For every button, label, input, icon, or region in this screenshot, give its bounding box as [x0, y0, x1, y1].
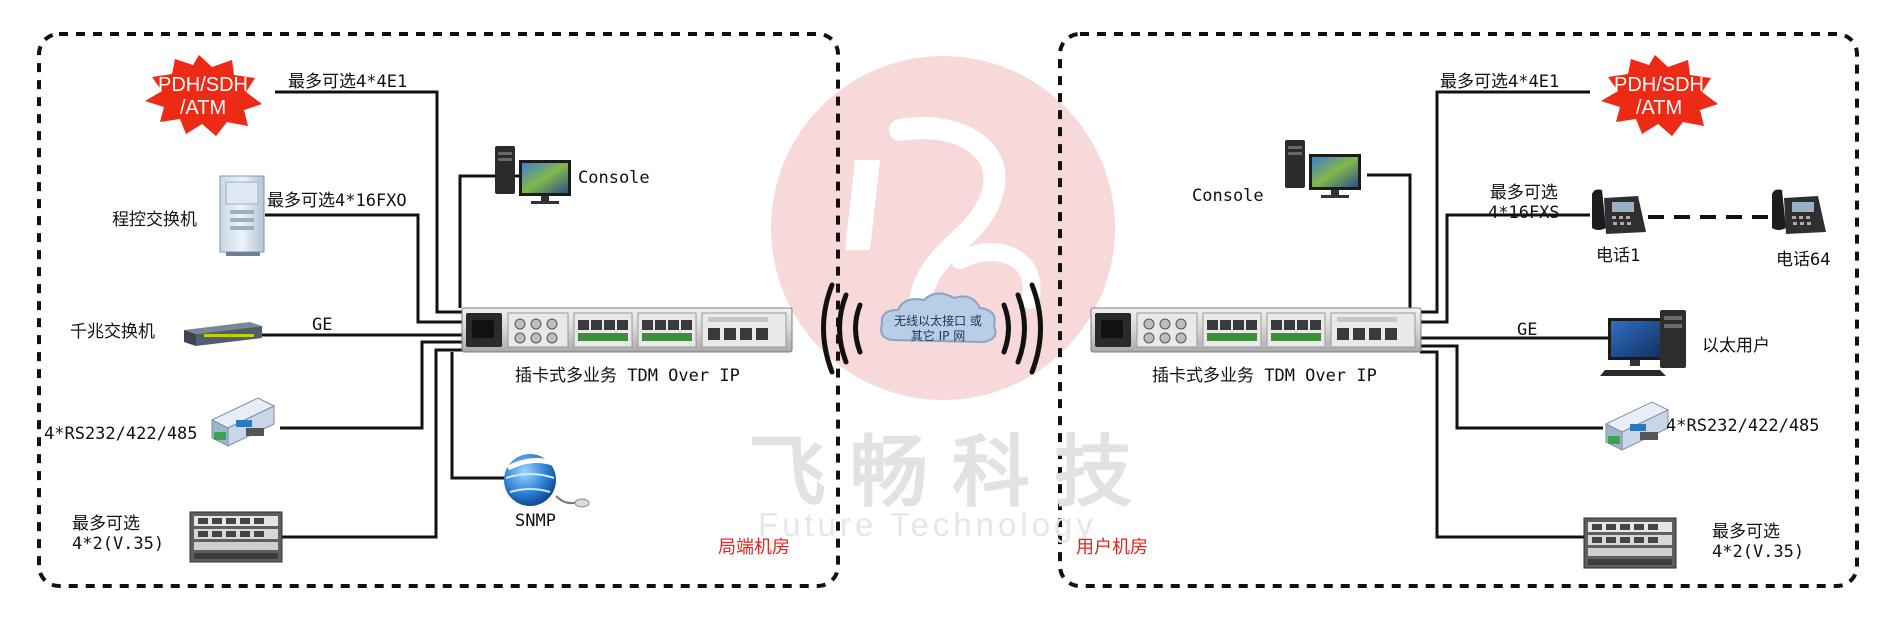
cloud-label-line2: 其它 IP 网 [910, 329, 966, 343]
left-fxo-label: 最多可选4*16FXO [267, 191, 407, 211]
right-burst-line1: PDH/SDH [1613, 74, 1704, 96]
right-fxs-line1: 最多可选 [1489, 183, 1558, 203]
right-connection-lines [1367, 90, 1608, 539]
phone64-label: 电话64 [1776, 250, 1831, 270]
wireless-waves-icon [821, 282, 1043, 375]
left-burst-line1: PDH/SDH [157, 74, 248, 96]
right-room-label: 用户机房 [1076, 537, 1148, 558]
pbx-cabinet-icon [219, 175, 265, 256]
gigabit-switch-icon [184, 322, 262, 346]
right-serial-converter-icon [1605, 401, 1669, 451]
phone1-label: 电话1 [1596, 246, 1641, 266]
ethernet-user-label: 以太用户 [1702, 336, 1770, 356]
cloud-icon [880, 292, 997, 344]
left-v35-line1: 最多可选 [72, 514, 140, 534]
right-site-border [1058, 32, 1859, 588]
left-burst-label: PDH/SDH /ATM [128, 74, 278, 120]
watermark-logo-icon [771, 56, 1115, 400]
right-ge-label: GE [1517, 320, 1538, 340]
left-ge-label: GE [312, 315, 333, 335]
right-rs-label: 4*RS232/422/485 [1666, 416, 1820, 436]
left-console-label: Console [578, 168, 650, 188]
right-fxs-line2: 4*16FXS [1488, 203, 1560, 224]
left-connection-lines [253, 90, 539, 539]
watermark-en-text: Future Technology [758, 506, 1097, 543]
left-console-computer-icon [495, 146, 571, 204]
right-console-label: Console [1192, 186, 1264, 206]
right-v35-label: 最多可选 4*2(V.35) [1712, 522, 1804, 563]
gigabit-switch-name-label: 千兆交换机 [70, 322, 155, 342]
left-rs-label: 4*RS232/422/485 [44, 424, 198, 444]
left-pdh-starburst-icon [145, 55, 262, 136]
right-burst-label: PDH/SDH /ATM [1584, 74, 1734, 120]
snmp-globe-icon [504, 454, 590, 508]
left-burst-line2: /ATM [179, 97, 227, 119]
left-e1-label: 最多可选4*4E1 [288, 72, 408, 92]
left-v35-chassis-icon [189, 511, 283, 563]
left-device-label: 插卡式多业务 TDM Over IP [515, 366, 740, 386]
right-pdh-starburst-icon [1601, 55, 1718, 136]
cloud-label-line1: 无线以太接口 或 [894, 314, 982, 328]
ethernet-user-computer-icon [1600, 310, 1686, 376]
phone64-icon [1772, 189, 1826, 234]
left-serial-converter-icon [211, 397, 275, 447]
right-fxs-label: 最多可选 4*16FXS [1488, 183, 1560, 224]
left-tdm-device [461, 307, 793, 353]
cloud-label: 无线以太接口 或 其它 IP 网 [863, 314, 1013, 344]
pbx-name-label: 程控交换机 [112, 210, 197, 230]
right-burst-line2: /ATM [1635, 97, 1683, 119]
left-site-border [37, 32, 840, 588]
left-room-label: 局端机房 [718, 537, 790, 558]
right-console-computer-icon [1285, 140, 1361, 198]
right-v35-line1: 最多可选 [1712, 522, 1780, 542]
right-device-label: 插卡式多业务 TDM Over IP [1152, 366, 1377, 386]
left-v35-label: 最多可选 4*2(V.35) [72, 514, 164, 555]
right-tdm-device [1090, 307, 1422, 353]
right-v35-line2: 4*2(V.35) [1712, 542, 1805, 563]
right-v35-chassis-icon [1583, 517, 1677, 569]
snmp-label: SNMP [515, 511, 556, 531]
phone1-icon [1592, 189, 1646, 234]
right-e1-label: 最多可选4*4E1 [1440, 72, 1560, 92]
watermark-cn-text: 飞畅科技 [748, 427, 1157, 518]
left-v35-line2: 4*2(V.35) [72, 534, 165, 555]
